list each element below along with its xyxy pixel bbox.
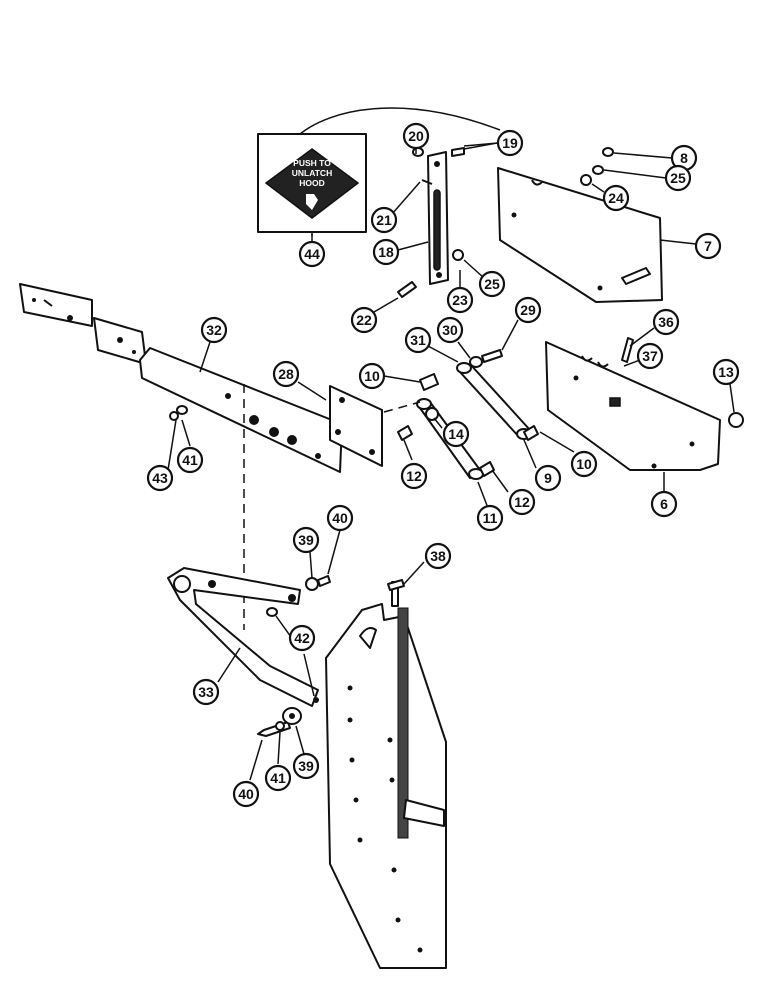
bent-lever <box>167 567 331 707</box>
callout-44: 44 <box>298 240 326 268</box>
svg-text:41: 41 <box>182 452 198 468</box>
callout-6: 6 <box>650 490 678 518</box>
callout-10-right: 10 <box>570 450 598 478</box>
callout-21: 21 <box>370 206 398 234</box>
svg-text:36: 36 <box>658 314 674 330</box>
svg-text:28: 28 <box>278 366 294 382</box>
left-brackets <box>19 283 147 365</box>
svg-text:11: 11 <box>483 510 498 526</box>
lower-bolt-set <box>257 707 302 737</box>
latch-bar <box>427 151 449 285</box>
svg-text:20: 20 <box>408 128 424 144</box>
svg-text:43: 43 <box>152 470 168 486</box>
callout-20: 20 <box>402 122 430 150</box>
callout-40-lower: 40 <box>232 780 260 808</box>
callout-30: 30 <box>436 316 464 344</box>
callout-8: 8 <box>670 144 698 172</box>
callout-19: 19 <box>496 129 524 157</box>
svg-text:40: 40 <box>332 510 348 526</box>
svg-text:40: 40 <box>238 786 254 802</box>
lower-side-panel <box>545 337 744 471</box>
callout-14: 14 <box>442 420 470 448</box>
svg-text:25: 25 <box>670 170 686 186</box>
svg-text:24: 24 <box>608 190 624 206</box>
assembly-line-upper <box>383 401 421 413</box>
callout-37: 37 <box>636 342 664 370</box>
callout-25-upper: 25 <box>664 164 692 192</box>
callout-41-upper: 41 <box>176 446 204 474</box>
svg-text:39: 39 <box>298 758 314 774</box>
callout-24: 24 <box>602 184 630 212</box>
svg-text:21: 21 <box>376 212 392 228</box>
callout-11: 11 <box>476 504 504 532</box>
callout-7: 7 <box>694 232 722 260</box>
svg-text:33: 33 <box>198 684 214 700</box>
hand-icon <box>306 194 318 210</box>
svg-text:12: 12 <box>514 494 530 510</box>
callout-32: 32 <box>200 316 228 344</box>
callout-29: 29 <box>514 296 542 324</box>
svg-text:25: 25 <box>484 276 500 292</box>
upper-side-panel <box>497 147 663 303</box>
svg-text:38: 38 <box>430 548 446 564</box>
svg-text:9: 9 <box>544 470 552 486</box>
svg-text:12: 12 <box>406 468 422 484</box>
svg-text:39: 39 <box>298 532 314 548</box>
callout-42: 42 <box>288 624 316 652</box>
callout-12-left: 12 <box>400 462 428 490</box>
svg-text:29: 29 <box>520 302 536 318</box>
callout-9: 9 <box>534 464 562 492</box>
callout-22: 22 <box>350 306 378 334</box>
svg-text:37: 37 <box>642 348 658 364</box>
callout-28: 28 <box>272 360 300 388</box>
callout-12-right: 12 <box>508 488 536 516</box>
decal-panel: PUSH TO UNLATCH HOOD <box>257 107 501 236</box>
svg-text:23: 23 <box>452 292 468 308</box>
callout-40-upper: 40 <box>326 504 354 532</box>
callout-43: 43 <box>146 464 174 492</box>
svg-text:32: 32 <box>206 322 222 338</box>
callout-18: 18 <box>372 238 400 266</box>
callout-13: 13 <box>712 358 740 386</box>
callout-10-left: 10 <box>358 362 386 390</box>
long-mounting-bar <box>139 347 343 473</box>
callout-33: 33 <box>192 678 220 706</box>
svg-text:41: 41 <box>270 770 286 786</box>
svg-text:42: 42 <box>294 630 310 646</box>
callout-23: 23 <box>446 286 474 314</box>
decal-line-2: UNLATCH <box>292 168 332 178</box>
leader-lines <box>167 142 735 781</box>
callout-31: 31 <box>404 326 432 354</box>
decal-line-3: HOOD <box>299 178 325 188</box>
step-panel <box>325 579 447 969</box>
callout-41-lower: 41 <box>264 764 292 792</box>
svg-text:14: 14 <box>448 426 464 442</box>
callout-39-upper: 39 <box>292 526 320 554</box>
svg-text:44: 44 <box>304 246 320 262</box>
svg-text:18: 18 <box>378 244 394 260</box>
svg-text:10: 10 <box>364 368 380 384</box>
callout-36: 36 <box>652 308 680 336</box>
callout-38: 38 <box>424 542 452 570</box>
svg-text:10: 10 <box>576 456 592 472</box>
callout-39-lower: 39 <box>292 752 320 780</box>
svg-text:13: 13 <box>718 364 734 380</box>
svg-text:8: 8 <box>680 150 688 166</box>
callout-25-lower: 25 <box>478 270 506 298</box>
svg-text:6: 6 <box>660 496 668 512</box>
svg-text:7: 7 <box>704 238 712 254</box>
square-plate <box>329 385 383 467</box>
decal-line-1: PUSH TO <box>293 158 331 168</box>
svg-text:19: 19 <box>502 135 518 151</box>
svg-text:31: 31 <box>410 332 426 348</box>
svg-text:22: 22 <box>356 312 372 328</box>
svg-text:30: 30 <box>442 322 458 338</box>
